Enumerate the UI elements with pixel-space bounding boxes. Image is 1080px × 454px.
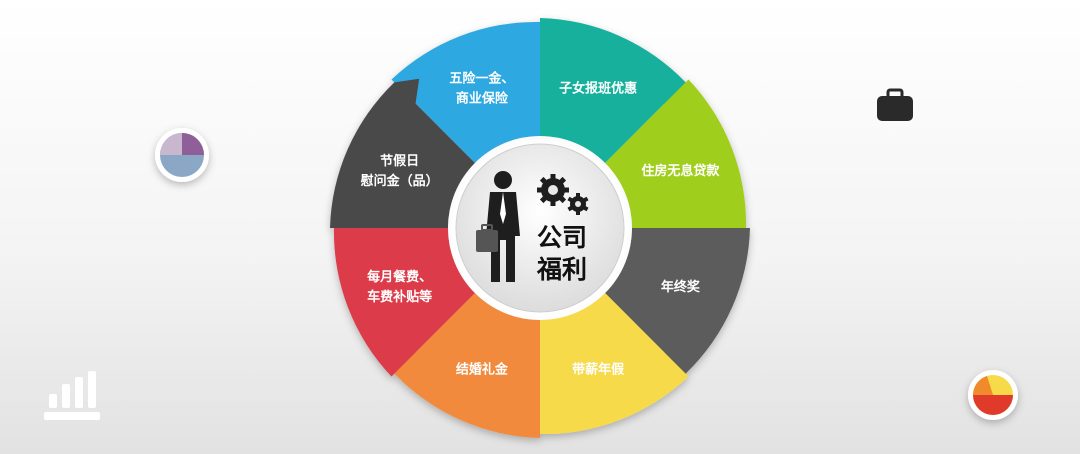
segment-label-insurance-line-2: 商业保险 <box>456 91 509 107</box>
bar-chart-icon <box>44 371 100 420</box>
segment-label-year-end-line-1: 年终奖 <box>661 279 701 295</box>
segment-label-holiday-line-1: 节假日 <box>380 153 419 169</box>
segment-label-housing-line-1: 住房无息贷款 <box>641 163 720 179</box>
segment-label-wedding-line-1: 结婚礼金 <box>456 361 509 377</box>
wheel-segment-insurance <box>391 21 561 163</box>
briefcase-icon <box>877 88 913 121</box>
center-hub: 公司 福利 <box>448 136 632 320</box>
center-title-line-1: 公司 <box>537 223 587 252</box>
segment-label-education-line-1: 子女报班优惠 <box>559 81 637 97</box>
businessman-icon <box>476 171 520 282</box>
wheel-segment-paid-leave <box>519 293 689 435</box>
gears-icon <box>537 174 589 215</box>
wheel-segment-housing <box>605 79 747 249</box>
benefits-wheel <box>330 18 750 438</box>
wheel-segment-holiday <box>330 78 475 228</box>
wheel-segment-year-end <box>605 228 750 378</box>
center-title-line-2: 福利 <box>536 255 587 284</box>
segment-label-paid-leave-line-1: 带薪年假 <box>572 361 625 377</box>
wheel-segment-meal <box>333 207 475 377</box>
pie-chart-icon <box>155 128 209 182</box>
wheel-segment-wedding <box>390 293 540 438</box>
segment-label-insurance-line-1: 五险一金、 <box>449 71 514 87</box>
segment-label-meal-line-1: 每月餐费、 <box>367 269 432 285</box>
pie-chart-icon <box>968 370 1018 420</box>
segment-label-meal-line-2: 车费补贴等 <box>367 289 432 305</box>
wheel-segment-education <box>540 18 690 163</box>
segment-label-holiday-line-2: 慰问金（品） <box>361 173 439 189</box>
